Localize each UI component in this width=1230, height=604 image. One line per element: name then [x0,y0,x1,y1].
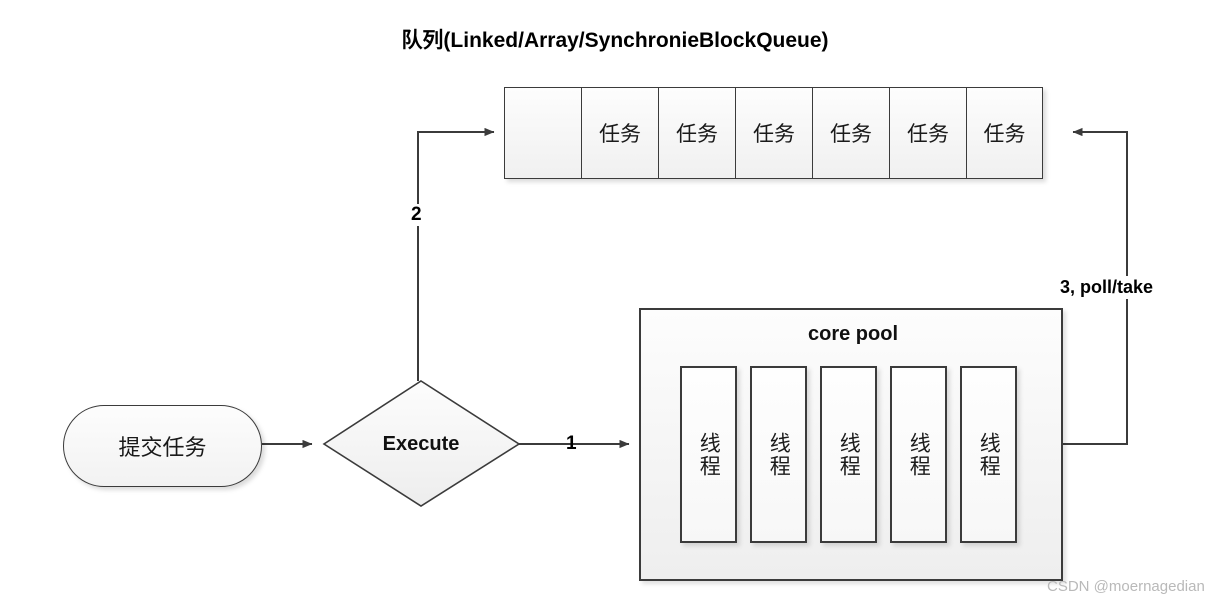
flow-step-3-label: 3, poll/take [1057,276,1157,299]
thread-box: 线程 [960,366,1017,543]
thread-box: 线程 [820,366,877,543]
task-queue: 任务 任务 任务 任务 任务 任务 [504,87,1043,179]
queue-cell-empty [504,87,581,179]
thread-box: 线程 [750,366,807,543]
thread-row: 线程 线程 线程 线程 线程 [680,366,1017,543]
flow-step-1-label: 1 [566,433,577,454]
queue-cell-task: 任务 [581,87,658,179]
core-pool-container: core pool 线程 线程 线程 线程 线程 [639,308,1063,581]
diagram-title: 队列(Linked/Array/SynchronieBlockQueue) [401,29,829,52]
queue-cell-task: 任务 [658,87,735,179]
connector-execute-to-queue [417,127,495,381]
queue-cell-task: 任务 [735,87,812,179]
flow-step-2-label: 2 [408,204,425,226]
core-pool-title: core pool [807,323,898,345]
execute-decision-label: Execute [382,433,460,455]
thread-label: 线程 [767,431,791,478]
thread-label: 线程 [977,431,1001,478]
queue-cell-task: 任务 [889,87,966,179]
watermark-text: CSDN @moernagedian [1047,578,1205,595]
queue-cell-task: 任务 [966,87,1043,179]
execute-diamond-shape [322,380,521,507]
queue-cell-task: 任务 [812,87,889,179]
submit-task-node: 提交任务 [63,405,262,487]
thread-label: 线程 [907,431,931,478]
thread-box: 线程 [890,366,947,543]
thread-box: 线程 [680,366,737,543]
thread-label: 线程 [837,431,861,478]
thread-label: 线程 [697,431,721,478]
